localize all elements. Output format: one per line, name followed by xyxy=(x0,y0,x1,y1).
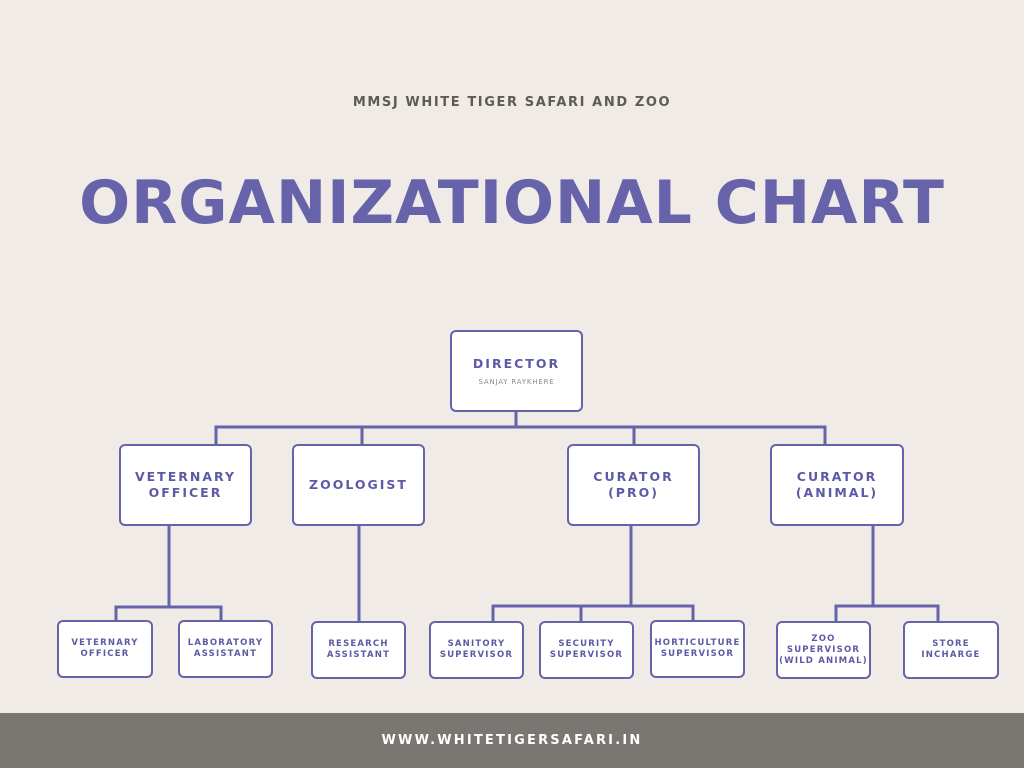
curator-animal-title: CURATOR(ANIMAL) xyxy=(795,469,879,500)
zoologist-title: ZOOLOGIST xyxy=(309,477,408,492)
zoo-supervisor-box: ZOO SUPERVISOR(WILD ANIMAL) xyxy=(776,621,871,679)
footer-bar: WWW.WHITETIGERSAFARI.IN xyxy=(0,713,1024,768)
curator-animal-box: CURATOR(ANIMAL) xyxy=(770,444,904,526)
director-title: DIRECTOR xyxy=(472,356,561,371)
store-incharge-box: STORE INCHARGE xyxy=(903,621,999,679)
page-title: ORGANIZATIONAL CHART xyxy=(79,168,945,238)
zoo-supervisor-title: ZOO SUPERVISOR(WILD ANIMAL) xyxy=(779,633,868,666)
curator-pro-title: CURATOR(PRO) xyxy=(593,469,674,500)
zoologist-box: ZOOLOGIST xyxy=(292,444,425,526)
curator-pro-box: CURATOR(PRO) xyxy=(567,444,700,526)
store-incharge-title: STORE INCHARGE xyxy=(921,639,981,660)
organization-name: MMSJ WHITE TIGER SAFARI AND ZOO xyxy=(352,95,672,110)
director-box: DIRECTOR SANJAY RAYKHERE xyxy=(450,330,583,412)
footer-website-link[interactable]: WWW.WHITETIGERSAFARI.IN xyxy=(381,733,643,748)
director-name: SANJAY RAYKHERE xyxy=(478,378,555,386)
